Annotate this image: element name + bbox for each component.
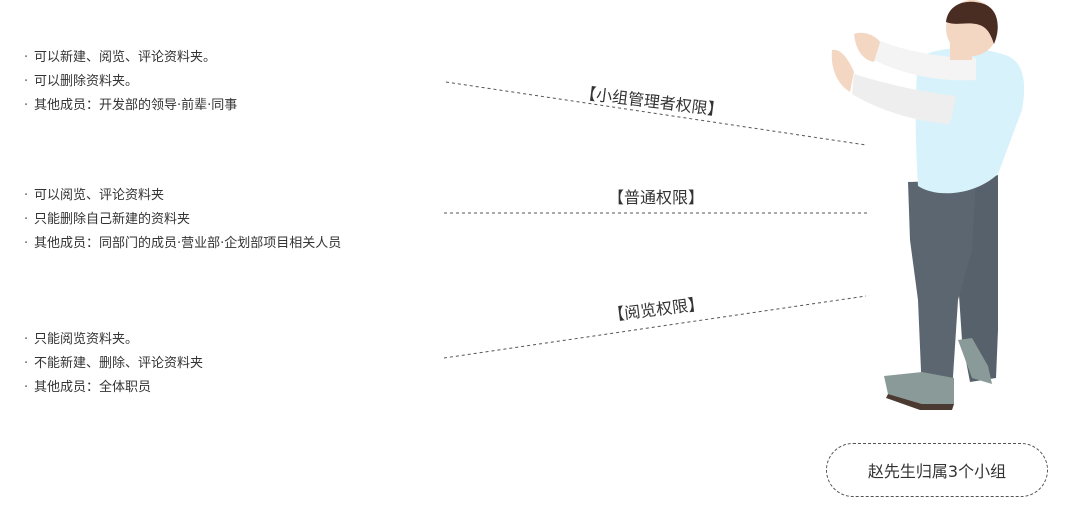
list-item: · 其他成员：全体职员 <box>24 376 424 400</box>
list-item-text: 不能新建、删除、评论资料夹 <box>34 356 204 371</box>
shoe-sole <box>886 394 954 410</box>
list-item-text: 可以删除资料夹。 <box>34 74 139 89</box>
list-item-text: 只能删除自己新建的资料夹 <box>34 212 191 227</box>
list-item-text: 可以新建、阅览、评论资料夹。 <box>34 50 217 65</box>
front-leg <box>908 180 976 394</box>
list-item-text: 其他成员：开发部的领导·前辈·同事 <box>34 98 238 113</box>
list-item: · 只能阅览资料夹。 <box>24 328 424 352</box>
bullet-dot: · <box>24 74 29 89</box>
list-item: · 不能新建、删除、评论资料夹 <box>24 352 424 376</box>
read-permission-label: 【阅览权限】 <box>607 294 705 325</box>
list-item-text: 只能阅览资料夹。 <box>34 332 139 347</box>
bullet-dot: · <box>24 98 29 113</box>
back-arm <box>874 40 976 81</box>
bullet-dot: · <box>24 50 29 65</box>
list-item: · 可以删除资料夹。 <box>24 70 424 94</box>
front-shoe <box>884 372 954 404</box>
list-item-text: 可以阅览、评论资料夹 <box>34 188 165 203</box>
bullet-dot: · <box>24 188 29 203</box>
normal-permission-label: 【普通权限】 <box>608 188 705 207</box>
back-hand <box>854 32 880 62</box>
owner-badge-label: 赵先生归属3个小组 <box>867 462 1007 481</box>
bullet-dot: · <box>24 356 29 371</box>
owner-badge: 赵先生归属3个小组 <box>826 443 1048 497</box>
bullet-dot: · <box>24 332 29 347</box>
list-item-text: 其他成员：同部门的成员·营业部·企划部项目相关人员 <box>34 236 342 251</box>
bullet-dot: · <box>24 380 29 395</box>
admin-permission-label: 【小组管理者权限】 <box>579 83 725 120</box>
list-item-text: 其他成员：全体职员 <box>34 380 152 395</box>
list-item: · 其他成员：同部门的成员·营业部·企划部项目相关人员 <box>24 232 424 256</box>
front-hand <box>831 49 854 92</box>
bullet-dot: · <box>24 236 29 251</box>
back-shoe <box>958 338 992 384</box>
list-item: · 只能删除自己新建的资料夹 <box>24 208 424 232</box>
normal-permission-list: · 可以阅览、评论资料夹 · 只能删除自己新建的资料夹 · 其他成员：同部门的成员·营… <box>24 184 424 256</box>
person-illustration <box>831 0 1025 410</box>
hair <box>946 1 998 44</box>
torso <box>915 47 1025 194</box>
list-item: · 其他成员：开发部的领导·前辈·同事 <box>24 94 424 118</box>
bullet-dot: · <box>24 212 29 227</box>
admin-permission-list: · 可以新建、阅览、评论资料夹。 · 可以删除资料夹。 · 其他成员：开发部的领导·前… <box>24 46 424 118</box>
list-item: · 可以新建、阅览、评论资料夹。 <box>24 46 424 70</box>
read-permission-list: · 只能阅览资料夹。 · 不能新建、删除、评论资料夹 · 其他成员：全体职员 <box>24 328 424 400</box>
list-item: · 可以阅览、评论资料夹 <box>24 184 424 208</box>
front-arm <box>852 74 956 124</box>
